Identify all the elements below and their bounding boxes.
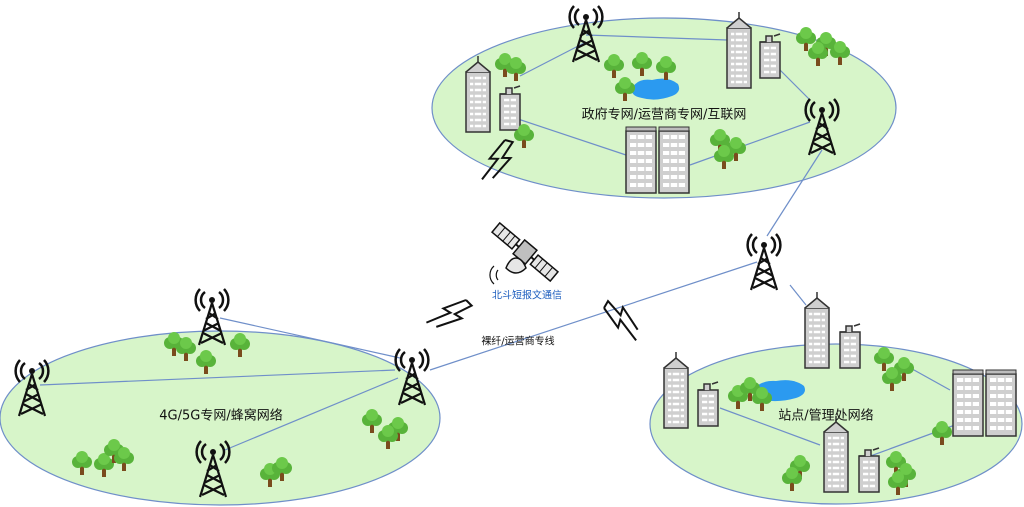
fiber-link-label: 裸纤/运营商专线 xyxy=(481,336,555,348)
zone-label-gov: 政府专网/运营商专网/互联网 xyxy=(581,107,747,123)
zone-label-cell: 4G/5G专网/蜂窝网络 xyxy=(159,408,283,424)
zone-label-station: 站点/管理处网络 xyxy=(778,408,874,424)
building-icon xyxy=(657,125,691,195)
wireless-link-icon xyxy=(425,290,475,340)
satellite-dish-icon xyxy=(489,257,527,285)
building-icon xyxy=(624,125,658,195)
satellite-icon xyxy=(490,221,560,283)
building-icon xyxy=(984,368,1018,438)
building-icon xyxy=(951,368,985,438)
lake-gov xyxy=(631,78,680,100)
building-icon xyxy=(838,322,862,370)
wireless-link-icon xyxy=(597,298,649,342)
beidou-link-label: 北斗短报文通信 xyxy=(492,290,562,302)
building-icon xyxy=(662,350,690,430)
tower-icon xyxy=(194,287,230,347)
tower-icon xyxy=(746,232,782,292)
building-icon xyxy=(803,290,831,370)
